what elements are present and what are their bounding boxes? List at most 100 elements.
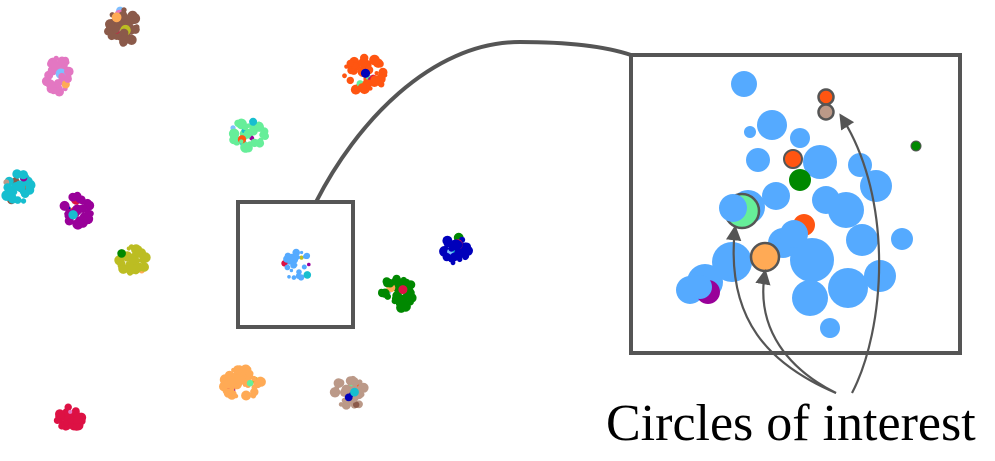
cluster-point [239,139,244,144]
cluster-point [335,389,341,395]
zoomed-point [792,280,828,316]
zoomed-points [676,71,922,338]
arrow-to-orange-circle [755,268,837,394]
cluster-point [223,388,233,398]
focus-cluster-point [299,255,304,260]
zoomed-point [712,242,752,282]
cluster-point [58,72,66,81]
cluster-point [353,401,360,408]
cluster-point [8,194,18,204]
cluster-point [68,409,73,414]
circle-of-interest-red [817,88,835,106]
cluster-point [53,55,59,62]
zoomed-point-green-small [910,140,922,152]
cluster-point [125,261,131,266]
cluster-point [338,402,344,407]
cluster-point [250,387,259,397]
zoomed-point [812,186,840,214]
cluster-point [111,12,122,23]
cluster-point [243,394,250,401]
cluster-point [75,219,84,228]
cluster-point [20,189,30,198]
zoom-panel [629,53,962,355]
focus-cluster-point [307,262,311,267]
cluster-point [398,285,408,295]
cluster-point [121,7,127,13]
zoomed-point [891,228,913,250]
cluster-point [112,25,120,34]
cluster-point [250,138,259,148]
cluster-point [68,210,78,220]
zoomed-point-green [789,169,811,191]
cluster-point [349,375,357,383]
cluster-point [227,376,237,386]
zoomed-point [780,220,808,248]
zoomed-point [846,224,878,256]
cluster-point [361,385,367,391]
cluster-point [333,378,344,389]
cluster-point [442,252,451,262]
cluster-point [240,142,252,153]
cluster-point [334,385,340,391]
cluster-point [392,274,401,283]
cluster-point [50,87,57,95]
zoomed-point [790,128,810,148]
focus-cluster-point [301,264,307,270]
focus-cluster-point [284,252,292,259]
cluster-point [245,369,254,378]
cluster-point [357,379,363,385]
cluster-point [11,189,18,195]
cluster-point [72,424,78,430]
cluster-point [343,384,349,390]
cluster-point [119,28,129,38]
cluster-point [3,183,12,192]
cluster-point [15,173,20,178]
cluster-point [18,170,28,180]
arrow-to-gray-circle [839,113,881,394]
cluster-point [82,213,94,225]
zoomed-point [746,148,770,172]
cluster-point [454,248,465,259]
focus-cluster-point [284,264,291,271]
cluster-point [231,367,236,373]
cluster-point [68,220,73,225]
cluster-point [350,387,359,397]
zoomed-point-red [783,149,803,169]
cluster-point [370,75,380,85]
zoomed-point [762,182,790,210]
cluster-point [378,288,385,296]
selection-box [236,200,355,329]
cluster-point [20,198,27,204]
cluster-point [360,68,371,78]
cluster-point [64,66,74,77]
cluster-point [239,375,246,382]
zoomed-point [688,275,712,299]
cluster-point [442,235,453,246]
focus-cluster-point [297,274,305,281]
zoomed-point [828,268,868,308]
cluster-point [369,54,380,66]
cluster-point [15,182,26,193]
zoomed-point [744,126,756,138]
cluster-point [249,117,258,126]
zoom-connector [314,39,632,203]
focus-cluster-point [287,275,291,279]
zoomed-point [790,238,834,282]
cluster-point [45,79,55,89]
zoomed-point [757,110,787,140]
cluster-point [63,420,69,426]
cluster-point [78,196,84,202]
cluster-point [244,130,249,135]
cluster-point [59,200,70,211]
cluster-point [64,403,72,411]
focus-cluster-point [305,253,310,259]
focus-cluster-point [303,271,312,279]
circle-of-interest-orange [749,241,781,273]
cluster-point [84,200,95,211]
cluster-point [128,254,138,265]
cluster-point [251,375,257,382]
cluster-point [58,89,64,95]
point-clusters [1,6,473,431]
cluster-point [342,73,347,79]
